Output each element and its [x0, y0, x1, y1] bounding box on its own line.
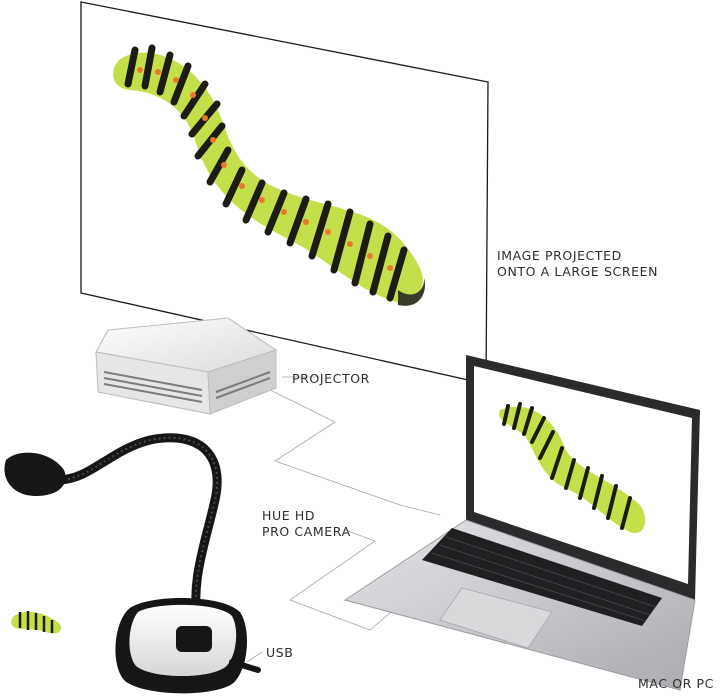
document-camera-icon — [4, 433, 261, 694]
connector-usb-label — [246, 651, 263, 663]
camera-label-line1: HUE HD — [262, 508, 316, 523]
small-caterpillar-icon — [11, 611, 62, 634]
camera-label: HUE HD PRO CAMERA — [262, 508, 351, 540]
camera-label-line2: PRO CAMERA — [262, 524, 351, 539]
caterpillar-icon — [113, 44, 425, 306]
projector-label: PROJECTOR — [292, 371, 370, 386]
computer-label: MAC OR PC — [638, 676, 714, 691]
connector-projector-laptop — [261, 385, 441, 516]
projector-icon — [95, 317, 278, 415]
connector-camera-laptop — [289, 529, 405, 631]
screen-label-line1: IMAGE PROJECTED — [497, 248, 622, 263]
laptop-icon — [343, 355, 700, 691]
laptop-screen-caterpillar-icon — [499, 402, 646, 534]
screen-label: IMAGE PROJECTED ONTO A LARGE SCREEN — [497, 248, 658, 280]
screen-label-line2: ONTO A LARGE SCREEN — [497, 264, 659, 279]
usb-label: USB — [266, 645, 294, 660]
